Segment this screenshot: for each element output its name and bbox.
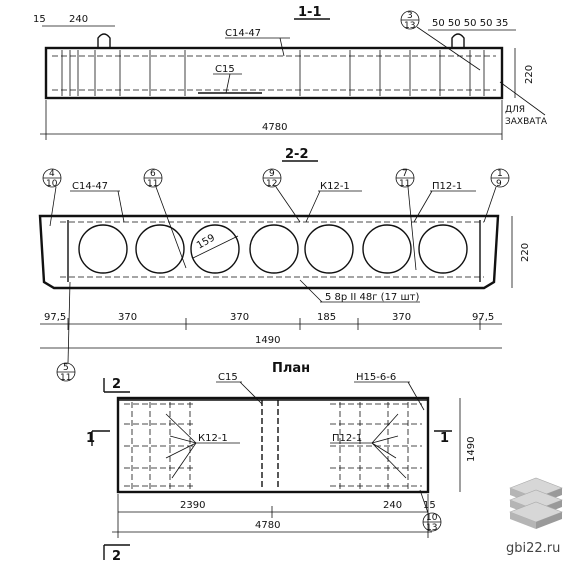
- callout-num-bottom: 13: [426, 523, 437, 533]
- callout-num-top: 9: [269, 169, 275, 179]
- dim-length-4780: 4780: [262, 122, 287, 133]
- callout-num-top: 5: [63, 363, 69, 373]
- plan-left-mesh: [124, 402, 195, 490]
- callout-num-top: 10: [426, 513, 438, 523]
- dim-240-plan: 240: [383, 500, 402, 511]
- dim-370-2: 370: [230, 312, 249, 323]
- callout-num-bottom: 11: [399, 179, 410, 189]
- leader-p12: [413, 190, 433, 223]
- leaders-p12-plan: [371, 413, 407, 479]
- diameter-line: [192, 235, 239, 259]
- dims-right-top: 50 50 50 50 35: [432, 18, 508, 29]
- stirrups-1-1: [61, 50, 485, 96]
- section-1-1-title: 1-1: [298, 5, 322, 20]
- dim-185: 185: [317, 312, 336, 323]
- dim-15-plan: 15: [423, 500, 436, 511]
- hollow-core-5: [304, 224, 354, 274]
- plan-title: План: [272, 361, 310, 376]
- dim-370-1: 370: [118, 312, 137, 323]
- lifting-loop-left: [97, 33, 111, 48]
- dim-15: 15: [33, 14, 46, 25]
- plan-view: План С15 Н15-6-6 К12-1: [86, 361, 477, 564]
- leader-rebar: [299, 279, 323, 303]
- section-mark-2-bottom: 2: [112, 549, 121, 564]
- callout-4-10: 4 10: [42, 168, 62, 227]
- lifting-loop-right: [451, 33, 465, 48]
- mark-p12-1-section: П12-1: [432, 181, 462, 192]
- leader-c14: [279, 37, 285, 57]
- callout-num-top: 1: [497, 169, 503, 179]
- dim-240: 240: [69, 14, 88, 25]
- hollow-cores: [78, 224, 468, 274]
- callout-num-bottom: 9: [496, 179, 502, 189]
- note-zahvata: ЗАХВАТА: [505, 117, 548, 127]
- callout-num-top: 6: [150, 169, 156, 179]
- section-mark-1-right: 1: [440, 431, 449, 446]
- callout-6-11: 6 11: [143, 168, 187, 269]
- hollow-core-6: [362, 224, 412, 274]
- note-dlya: ДЛЯ: [505, 105, 525, 115]
- mark-c14-47-top: С14-47: [225, 28, 261, 39]
- stack-logo-icon: [509, 477, 563, 529]
- slab-1-1-outline: [44, 46, 504, 100]
- callout-10-13: 10 13: [419, 489, 442, 533]
- watermark: gbi22.ru: [506, 477, 563, 556]
- callout-3-num: 3: [407, 11, 413, 21]
- slab-2-2-outline: [38, 214, 500, 290]
- mark-h15-plan: Н15-6-6: [356, 372, 396, 383]
- dim-width-1490: 1490: [466, 437, 477, 462]
- mark-c14-47-section: С14-47: [72, 181, 108, 192]
- callout-1-9: 1 9: [483, 168, 510, 223]
- dim-height-220: 220: [524, 65, 535, 84]
- callout-num-bottom: 11: [147, 179, 158, 189]
- dim-97-5-left: 97,5: [44, 312, 66, 323]
- callout-7-11: 7 11: [395, 168, 417, 271]
- section-mark-1: 1: [86, 431, 95, 446]
- dim-97-5-right: 97,5: [472, 312, 494, 323]
- hollow-core-2: [135, 224, 185, 274]
- section-2-2-title: 2-2: [285, 147, 309, 162]
- plan-right-mesh: [330, 402, 422, 490]
- leader-h15: [407, 381, 425, 411]
- callout-num-top: 4: [49, 169, 55, 179]
- leader-c15-plan: [239, 381, 263, 405]
- leader-note: [499, 81, 546, 116]
- dim-370-3: 370: [392, 312, 411, 323]
- section-2-2: 2-2 159 4 10 6: [38, 147, 531, 383]
- callout-13-num: 13: [404, 21, 415, 31]
- callout-5-11: 5 11: [56, 281, 76, 383]
- dim-total-1490: 1490: [255, 335, 280, 346]
- dim-2390: 2390: [180, 500, 205, 511]
- mark-c15-plan: С15: [218, 372, 238, 383]
- hollow-core-3: [190, 224, 240, 274]
- callout-num-top: 7: [402, 169, 408, 179]
- dim-diameter-159: 159: [195, 233, 217, 252]
- dim-total-4780-plan: 4780: [255, 520, 280, 531]
- callout-9-12: 9 12: [262, 168, 301, 223]
- hollow-core-4: [249, 224, 299, 274]
- dim-height-220-2: 220: [520, 243, 531, 262]
- hollow-core-7: [418, 224, 468, 274]
- leader-k12: [305, 190, 321, 223]
- callout-leader: [416, 26, 481, 71]
- mark-p12-1-plan: П12-1: [332, 433, 362, 444]
- section-mark-2-top: 2: [112, 377, 121, 392]
- section-1-1: 1-1 15 240 С14-47 С15: [33, 5, 548, 140]
- hollow-core-1: [78, 224, 128, 274]
- callout-num-bottom: 11: [60, 373, 71, 383]
- leader-c15: [225, 73, 231, 94]
- leaders-k12-plan: [165, 413, 197, 479]
- watermark-site: gbi22.ru: [506, 541, 560, 556]
- rebar-note: 5 8р II 48г (17 шт): [325, 292, 419, 303]
- plan-c15-mesh: [261, 400, 279, 490]
- plan-outline: [116, 396, 430, 494]
- leader-c14: [117, 190, 125, 223]
- dim-bottom-ticks: [67, 318, 481, 330]
- callout-num-bottom: 12: [266, 179, 277, 189]
- mark-k12-1-plan: К12-1: [198, 433, 228, 444]
- mark-k12-1-section: К12-1: [320, 181, 350, 192]
- callout-num-bottom: 10: [46, 179, 58, 189]
- mark-c15-top: С15: [215, 64, 235, 75]
